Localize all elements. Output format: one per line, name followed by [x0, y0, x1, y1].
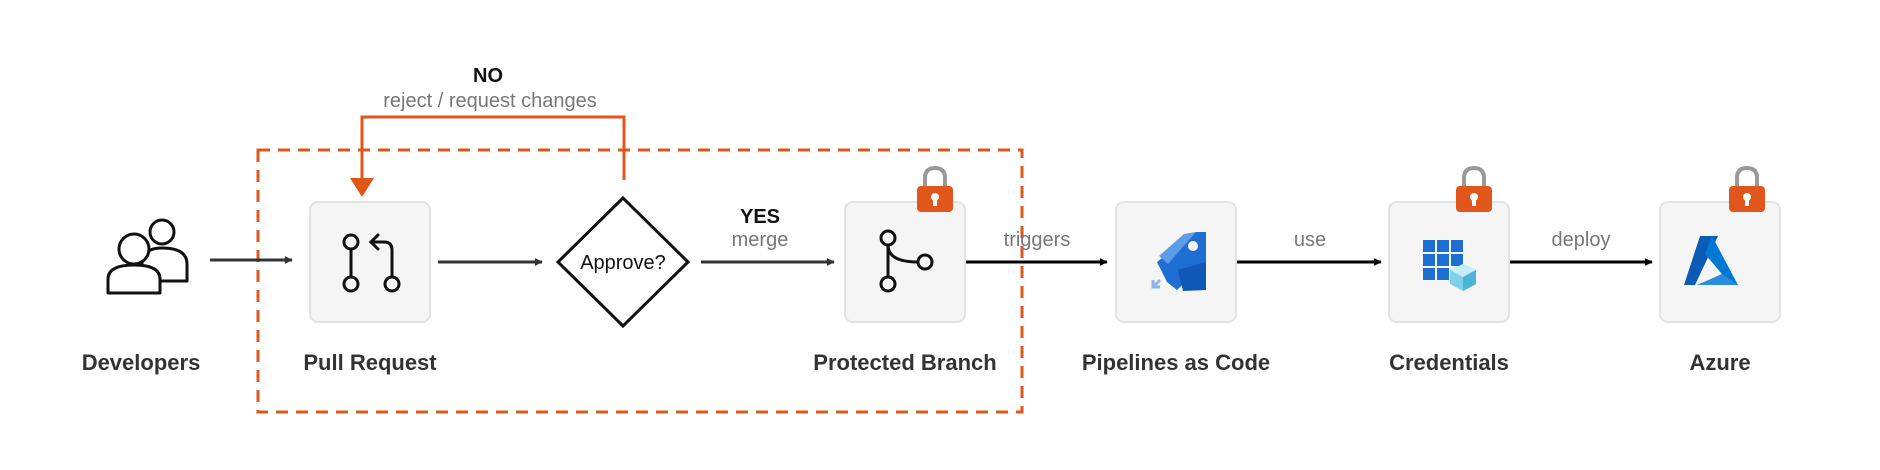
lock-icon — [1729, 165, 1765, 212]
reject-loop-line — [360, 115, 626, 190]
pull-request-node[interactable]: Pull Request — [303, 201, 437, 375]
lock-icon — [917, 165, 953, 212]
reject-title: NO — [473, 65, 503, 87]
azure-logo-icon — [1684, 236, 1738, 285]
reject-label: reject / request changes — [383, 90, 596, 112]
credentials-node[interactable]: Credentials — [1388, 165, 1510, 375]
pull-request-label: Pull Request — [303, 350, 437, 375]
approve-label: Approve? — [580, 252, 666, 274]
azure-label: Azure — [1689, 350, 1750, 375]
lock-icon — [1456, 165, 1492, 212]
merge-label: merge — [732, 229, 789, 251]
branch-icon — [879, 229, 934, 293]
developers-node[interactable]: Developers — [82, 218, 201, 375]
azure-node[interactable]: Azure — [1659, 165, 1781, 375]
developers-label: Developers — [82, 350, 201, 375]
triggers-label: triggers — [1004, 229, 1071, 251]
merge-title: YES — [740, 206, 780, 228]
pipelines-label: Pipelines as Code — [1082, 350, 1270, 375]
users-icon — [106, 218, 189, 295]
pull-request-icon — [342, 233, 401, 293]
use-label: use — [1294, 229, 1326, 251]
pipelines-node[interactable]: Pipelines as Code — [1082, 201, 1270, 375]
protected-branch-label: Protected Branch — [813, 350, 996, 375]
pull-request-tile — [309, 201, 431, 323]
approve-decision[interactable]: Approve? — [555, 195, 691, 329]
protected-branch-node[interactable]: Protected Branch — [813, 165, 997, 375]
deploy-label: deploy — [1552, 229, 1611, 251]
review-boundary — [256, 148, 1024, 414]
credentials-label: Credentials — [1389, 350, 1509, 375]
approve-diamond — [555, 195, 691, 329]
reject-arrowhead — [350, 178, 374, 197]
azure-pipelines-icon — [1151, 232, 1206, 291]
key-vault-icon — [1423, 240, 1476, 291]
